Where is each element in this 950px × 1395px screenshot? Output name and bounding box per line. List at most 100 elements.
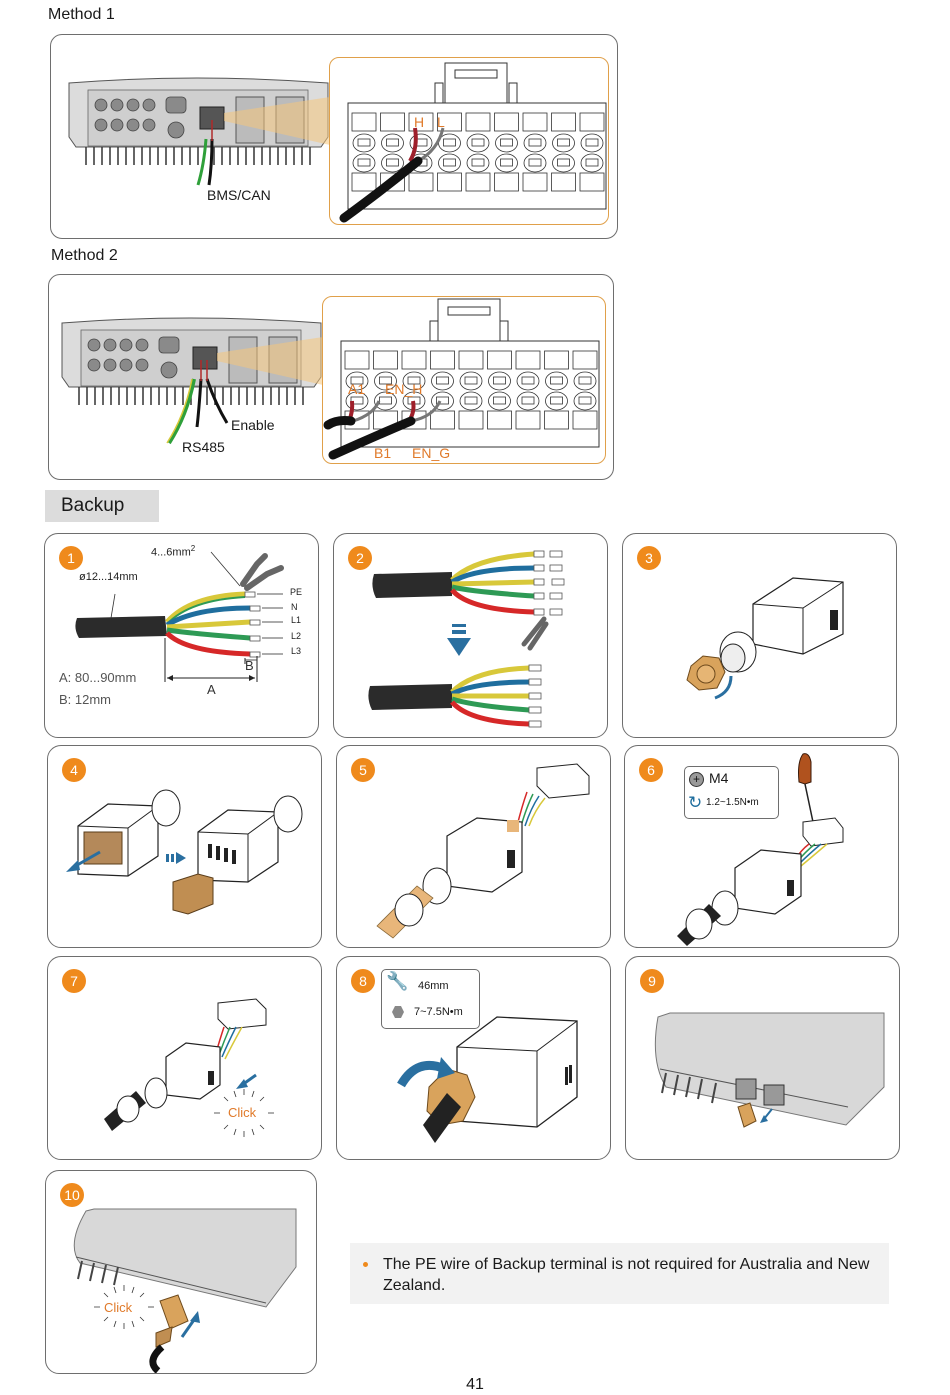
pin-b1-label: B1 — [374, 445, 391, 461]
terminal-cell — [552, 173, 576, 191]
connector-plug-in-illustration — [46, 1171, 317, 1374]
terminal-slot — [551, 377, 563, 384]
terminal-slot — [522, 397, 534, 404]
terminal-slot — [358, 139, 370, 146]
terminal-cell — [409, 173, 433, 191]
cable-strip-illustration — [45, 534, 319, 738]
terminal-slot — [558, 139, 570, 146]
terminal-slot — [387, 159, 399, 166]
wire-n-label: N — [291, 602, 298, 612]
terminal-slot — [387, 139, 399, 146]
terminal-slot — [358, 159, 370, 166]
terminal-cell — [495, 173, 519, 191]
terminal-slot — [472, 159, 484, 166]
wire-l2-label: L2 — [291, 631, 301, 641]
step-3-panel: 3 — [622, 533, 897, 738]
dim-a-label: A — [207, 682, 216, 697]
step-5-panel: 5 — [336, 745, 611, 948]
inverter-cover-removal-illustration — [626, 957, 900, 1160]
terminal-cell — [580, 113, 604, 131]
cable-diameter-label: ø12...14mm — [79, 571, 138, 583]
wire-area-value: 4...6mm — [151, 547, 191, 559]
method-1-title: Method 1 — [48, 6, 115, 24]
terminal-slot — [579, 397, 591, 404]
terminal-slot — [494, 377, 506, 384]
terminal-cell — [516, 411, 540, 429]
pin-h-label: H — [414, 114, 424, 130]
pin-en-h-label: EN_H — [385, 381, 422, 397]
terminal-cell — [523, 173, 547, 191]
pin-a1-label: A1 — [348, 381, 365, 397]
wire-l1-label: L1 — [291, 615, 301, 625]
terminal-cell — [580, 173, 604, 191]
terminal-cell — [495, 113, 519, 131]
terminal-cell — [488, 351, 512, 369]
step-4-panel: 4 — [47, 745, 322, 948]
terminal-cell — [516, 351, 540, 369]
connector-nut-illustration — [623, 534, 897, 738]
terminal-slot — [472, 139, 484, 146]
step-9-panel: 9 — [625, 956, 900, 1160]
step-10-panel: 10 Click — [45, 1170, 317, 1374]
terminal-cell — [573, 351, 597, 369]
terminal-cell — [459, 411, 483, 429]
terminal-slot — [529, 159, 541, 166]
terminal-slot — [380, 397, 392, 404]
terminal-slot — [529, 139, 541, 146]
wire-pe-label: PE — [290, 587, 302, 597]
terminal-cell — [545, 411, 569, 429]
terminal-slot — [551, 397, 563, 404]
dim-b-value: B: 12mm — [59, 692, 111, 707]
dim-b-label: B — [245, 658, 254, 673]
terminal-cell — [488, 411, 512, 429]
note-text: The PE wire of Backup terminal is not re… — [383, 1256, 869, 1294]
terminal-slot — [465, 377, 477, 384]
terminal-slot — [494, 397, 506, 404]
step-6-panel: 6 + M4 ↻ 1.2~1.5N•m — [624, 745, 899, 948]
terminal-cell — [523, 113, 547, 131]
method-1-frame: BMS/CAN H L — [50, 34, 618, 239]
step-7-panel: 7 Click — [47, 956, 322, 1160]
terminal-slot — [444, 139, 456, 146]
step-2-panel: 2 — [333, 533, 608, 738]
method-2-terminal-zoom: A1 EN_H B1 EN_G — [322, 296, 606, 464]
terminal-cell — [545, 351, 569, 369]
terminal-slot — [586, 159, 598, 166]
terminal-slot — [465, 397, 477, 404]
method-2-frame: Enable RS485 A1 EN_H B1 EN_G — [48, 274, 614, 480]
ferrule-crimp-illustration — [334, 534, 608, 738]
terminal-cell — [352, 173, 376, 191]
terminal-slot — [437, 377, 449, 384]
terminal-cell — [431, 351, 455, 369]
screwdriver-terminal-illustration — [625, 746, 899, 948]
method-2-title: Method 2 — [51, 247, 118, 265]
terminal-slot — [586, 139, 598, 146]
terminal-cell — [573, 411, 597, 429]
wire-l3-label: L3 — [291, 646, 301, 656]
terminal-slot — [501, 159, 513, 166]
pin-en-g-label: EN_G — [412, 445, 450, 461]
enable-label: Enable — [231, 417, 275, 433]
terminal-cell — [552, 113, 576, 131]
click-label-step-7: Click — [228, 1105, 256, 1120]
method-1-terminal-zoom: H L — [329, 57, 609, 225]
terminal-slot — [501, 139, 513, 146]
dim-a-value: A: 80...90mm — [59, 670, 136, 685]
terminal-cell — [381, 113, 405, 131]
terminal-cell — [466, 173, 490, 191]
terminal-cell — [431, 411, 455, 429]
step-1-panel: 1 4...6mm2 ø12...14mm PE N L1 L2 L3 B A … — [44, 533, 319, 738]
terminal-block-illustration-2 — [323, 297, 607, 465]
cable-insertion-illustration — [337, 746, 611, 948]
click-label-step-10: Click — [104, 1300, 132, 1315]
page-number: 41 — [0, 1376, 950, 1394]
bullet-icon — [363, 1262, 368, 1267]
terminal-slot — [522, 377, 534, 384]
wire-area-label: 4...6mm2 — [151, 544, 195, 559]
terminal-slot — [444, 159, 456, 166]
terminal-slot — [558, 159, 570, 166]
rs485-label: RS485 — [182, 439, 225, 455]
terminal-insert-illustration — [48, 957, 322, 1160]
terminal-block-illustration — [330, 58, 610, 226]
pin-l-label: L — [437, 114, 445, 130]
